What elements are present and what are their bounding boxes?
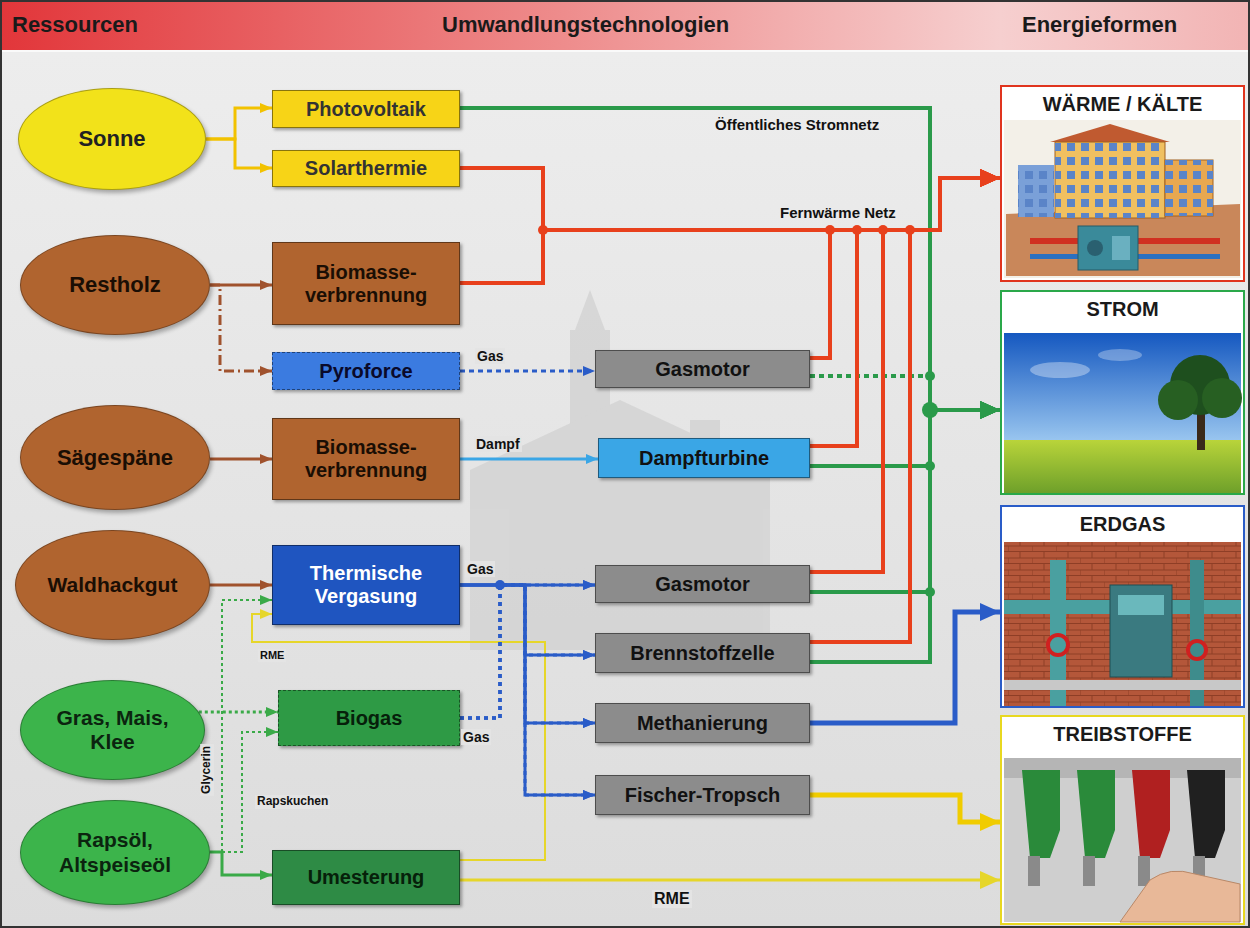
- process-box: Gasmotor: [595, 565, 810, 603]
- energy-panel: STROM: [1000, 290, 1245, 495]
- process-box: Umesterung: [272, 850, 460, 905]
- process-box: Fischer-Tropsch: [595, 775, 810, 815]
- network-label: Öffentliches Stromnetz: [715, 116, 879, 133]
- energy-panel: WÄRME / KÄLTE: [1000, 85, 1245, 282]
- process-box: Brennstoffzelle: [595, 633, 810, 673]
- process-box: Dampfturbine: [598, 438, 810, 478]
- edge-label: RME: [652, 890, 692, 908]
- node-label: Sonne: [78, 126, 145, 151]
- edge-label: RME: [258, 649, 286, 662]
- connector: [210, 852, 272, 875]
- resource-ellipse: Gras, Mais, Klee: [20, 680, 205, 780]
- resource-ellipse: Sonne: [18, 88, 206, 190]
- connector: [210, 732, 278, 852]
- connector: [460, 458, 598, 461]
- process-box: Methanierung: [595, 703, 810, 743]
- connector: [460, 585, 595, 795]
- panel-heading: ERDGAS: [1080, 513, 1166, 536]
- node-label: Gasmotor: [655, 573, 749, 596]
- connector: [460, 585, 595, 718]
- node-label: Methanierung: [637, 712, 768, 735]
- resource-ellipse: Restholz: [20, 235, 210, 335]
- panel-heading: STROM: [1086, 298, 1158, 321]
- node-label: Photovoltaik: [306, 98, 426, 121]
- node-label: Biomasse- verbrennung: [279, 261, 453, 307]
- heating-illustration: [1004, 120, 1241, 278]
- connector: [810, 795, 1000, 822]
- connector: [460, 108, 1000, 410]
- node-label: Thermische Vergasung: [279, 562, 453, 608]
- connector: [460, 585, 595, 655]
- process-box: Pyroforce: [272, 352, 460, 390]
- fuel-illustration: [1004, 758, 1241, 922]
- connector: [810, 376, 1000, 410]
- edge-label: Glycerin: [200, 744, 214, 796]
- connector: [210, 600, 272, 852]
- node-label: Waldhackgut: [48, 573, 178, 597]
- column-heading: Umwandlungstechnologien: [442, 12, 729, 37]
- energy-panel: TREIBSTOFFE: [1000, 715, 1245, 925]
- node-label: Gras, Mais, Klee: [43, 706, 182, 754]
- connector: [460, 585, 595, 718]
- network-label: Fernwärme Netz: [780, 204, 896, 221]
- connector: [810, 612, 1000, 723]
- connector: [810, 178, 1000, 642]
- node-label: Gasmotor: [655, 358, 749, 381]
- connector: [810, 410, 1000, 466]
- connector: [460, 585, 595, 723]
- process-box: Biogas: [278, 690, 460, 746]
- column-heading: Energieformen: [1022, 12, 1177, 37]
- node-label: Sägespäne: [57, 445, 173, 470]
- gas-illustration: [1004, 542, 1241, 706]
- edge-label: Rapskuchen: [255, 795, 330, 809]
- process-box: Solarthermie: [272, 150, 460, 187]
- connector: [206, 139, 272, 168]
- panel-heading: WÄRME / KÄLTE: [1043, 93, 1203, 116]
- connector: [210, 458, 272, 461]
- node-label: Pyroforce: [319, 360, 412, 383]
- energy-panel: ERDGAS: [1000, 505, 1245, 708]
- node-label: Dampfturbine: [639, 447, 769, 470]
- edge-label: Dampf: [474, 436, 522, 452]
- node-label: Umesterung: [308, 866, 425, 889]
- node-label: Fischer-Tropsch: [625, 784, 781, 807]
- connector: [460, 370, 595, 373]
- node-label: Restholz: [69, 272, 161, 297]
- process-box: Photovoltaik: [272, 90, 460, 128]
- node-label: Solarthermie: [305, 157, 427, 180]
- connector: [210, 285, 272, 371]
- node-label: Biomasse- verbrennung: [279, 436, 453, 482]
- connector: [206, 108, 272, 139]
- resource-ellipse: Sägespäne: [20, 405, 210, 510]
- connector: [199, 711, 278, 714]
- node-label: Rapsöl, Altspeiseöl: [44, 828, 187, 876]
- connector: [810, 178, 1000, 572]
- node-label: Brennstoffzelle: [630, 642, 774, 665]
- connector: [460, 879, 1000, 882]
- panel-heading: TREIBSTOFFE: [1053, 723, 1192, 746]
- process-box: Biomasse- verbrennung: [272, 418, 460, 500]
- node-label: Biogas: [336, 707, 403, 730]
- connector: [460, 585, 595, 723]
- edge-label: Gas: [461, 729, 491, 745]
- connector: [460, 168, 1000, 230]
- resource-ellipse: Waldhackgut: [15, 530, 210, 640]
- resource-ellipse: Rapsöl, Altspeiseöl: [20, 800, 210, 905]
- connector: [810, 410, 1000, 592]
- connector: [210, 584, 272, 587]
- column-heading: Ressourcen: [12, 12, 138, 37]
- process-box: Gasmotor: [595, 350, 810, 388]
- process-box: Biomasse- verbrennung: [272, 242, 460, 325]
- edge-label: Gas: [465, 561, 495, 577]
- edge-label: Gas: [475, 348, 505, 364]
- connector: [460, 585, 595, 795]
- power-illustration: [1004, 333, 1242, 493]
- process-box: Thermische Vergasung: [272, 545, 460, 625]
